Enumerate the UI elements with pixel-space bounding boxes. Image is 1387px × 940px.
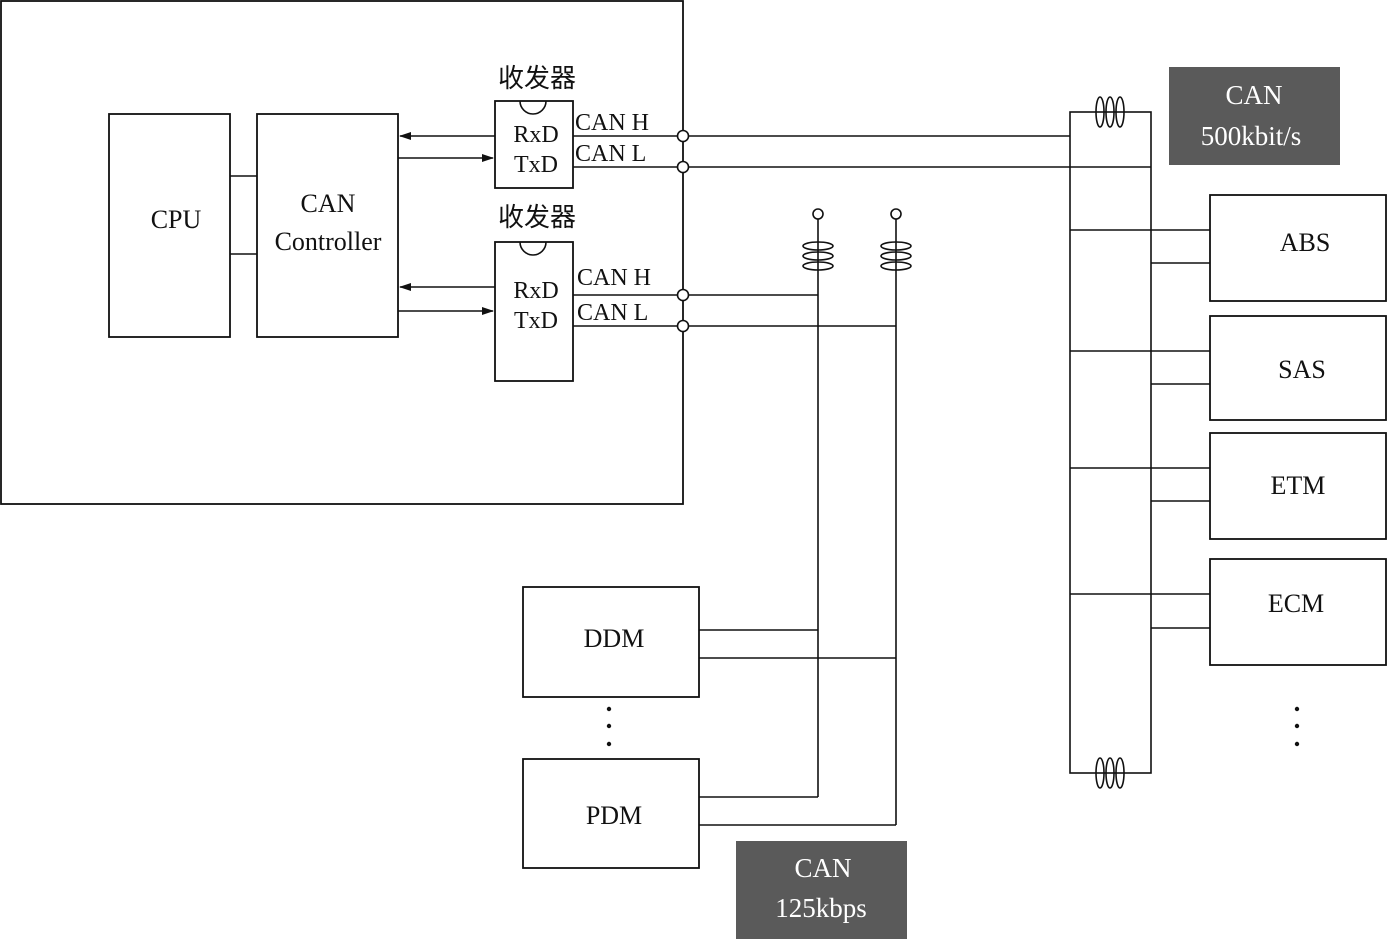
twisted-pair-icon-bottom <box>1095 757 1125 789</box>
ls-node-pdm: PDM <box>522 758 896 869</box>
ls-node-ddm-label: DDM <box>584 624 645 653</box>
transceiver-1-rxd: RxD <box>513 122 558 148</box>
hs-bus-tag <box>1169 67 1340 165</box>
transceiver-2-block <box>494 241 574 382</box>
transceiver-2-label: 收发器 <box>498 203 576 233</box>
ls-node-pdm-label: PDM <box>586 801 642 830</box>
hs-bus-tag-line1: CAN <box>1225 80 1282 110</box>
transceiver-2-can-l-label: CAN L <box>577 300 648 326</box>
controller-label-line2: Controller <box>275 227 382 256</box>
terminal-ls-can-l <box>676 319 690 333</box>
cpu-block <box>108 113 231 338</box>
ls-bus-tag <box>736 841 907 939</box>
ls-more-nodes-ellipsis <box>606 706 612 747</box>
transceiver-1-can-l-label: CAN L <box>575 141 646 167</box>
hs-node-abs-label: ABS <box>1280 228 1331 257</box>
ls-bus-tag-line1: CAN <box>794 853 851 883</box>
ls-bus-tag-line2: 125kbps <box>775 893 867 923</box>
coil-icon-ls-h <box>802 241 834 271</box>
transceiver-2-can-h-label: CAN H <box>577 265 651 291</box>
terminal-hs-can-h <box>676 129 690 143</box>
hs-bus-tag-line2: 500kbit/s <box>1201 121 1302 151</box>
hs-node-abs: ABS <box>1070 194 1387 302</box>
hs-node-sas-label: SAS <box>1278 355 1326 384</box>
ls-bus-end-terminal-l <box>890 208 902 220</box>
transceiver-1-label: 收发器 <box>498 64 576 94</box>
transceiver-2-txd: TxD <box>514 308 558 334</box>
hs-node-sas: SAS <box>1070 315 1387 421</box>
ls-bus-end-terminal-h <box>812 208 824 220</box>
hs-more-nodes-ellipsis <box>1294 706 1300 747</box>
hs-node-etm: ETM <box>1070 432 1387 540</box>
twisted-pair-icon-top <box>1095 96 1125 128</box>
transceiver-1-block <box>494 100 574 189</box>
hs-node-ecm-label: ECM <box>1268 589 1324 618</box>
transceiver-1-can-h-label: CAN H <box>575 110 649 136</box>
coil-icon-ls-l <box>880 241 912 271</box>
cpu-label: CPU <box>151 205 202 234</box>
hs-node-ecm: ECM <box>1070 558 1387 666</box>
hs-node-etm-label: ETM <box>1271 471 1326 500</box>
transceiver-2-notch <box>519 241 547 256</box>
controller-label-line1: CAN <box>301 189 356 218</box>
transceiver-1-notch <box>519 100 547 115</box>
ls-node-ddm: DDM <box>522 586 896 698</box>
can-controller-block <box>256 113 399 338</box>
transceiver-1-txd: TxD <box>514 152 558 178</box>
terminal-hs-can-l <box>676 160 690 174</box>
terminal-ls-can-h <box>676 288 690 302</box>
hs-bus-ladder <box>1069 111 1152 774</box>
transceiver-2-rxd: RxD <box>513 278 558 304</box>
